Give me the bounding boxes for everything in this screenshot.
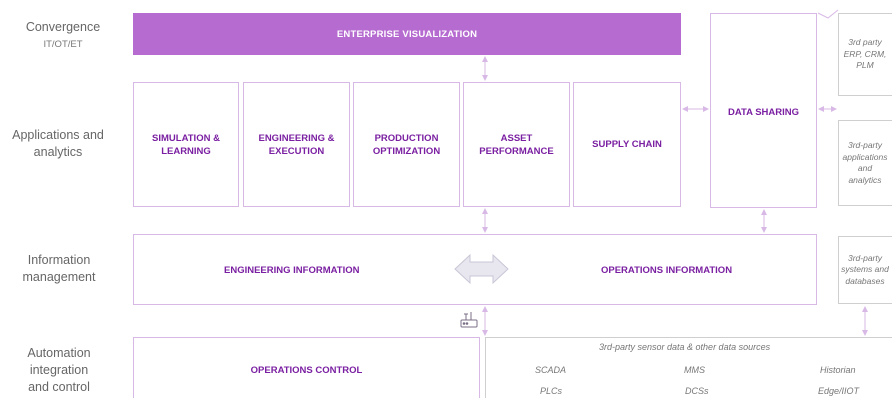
convergence-subtitle: IT/OT/ET (43, 39, 83, 50)
data-sharing-notch (817, 9, 839, 19)
source-dcss: DCSs (685, 386, 709, 396)
app-label: PRODUCTION OPTIMIZATION (372, 132, 441, 157)
sensor-data-box (485, 337, 892, 398)
double-arrow-icon (454, 253, 509, 285)
app-label: ASSET PERFORMANCE (479, 132, 554, 157)
third-party-applications-box: 3rd-party applications and analytics (838, 120, 892, 206)
enterprise-visualization-banner: ENTERPRISE VISUALIZATION (133, 13, 681, 55)
source-mms: MMS (684, 365, 705, 375)
engineering-information-label: ENGINEERING INFORMATION (224, 265, 360, 276)
source-scada: SCADA (535, 365, 567, 375)
sensor-data-title: 3rd-party sensor data & other data sourc… (599, 342, 771, 352)
operations-control-label: OPERATIONS CONTROL (250, 365, 363, 376)
app-engineering-execution: ENGINEERING & EXECUTION (243, 82, 350, 207)
operations-information-label: OPERATIONS INFORMATION (601, 265, 733, 276)
data-sharing-label: DATA SHARING (727, 107, 800, 118)
app-simulation-learning: SIMULATION & LEARNING (133, 82, 239, 207)
app-label: ENGINEERING & EXECUTION (258, 132, 335, 157)
app-label: SUPPLY CHAIN (592, 139, 662, 150)
third-party-erp-label: 3rd party ERP, CRM, PLM (843, 37, 887, 71)
information-layer-label: Information management (22, 253, 96, 284)
source-plcs: PLCs (540, 386, 563, 396)
third-party-erp-box: 3rd party ERP, CRM, PLM (838, 13, 892, 96)
convergence-layer-label: Convergence IT/OT/ET (8, 19, 118, 53)
app-asset-performance: ASSET PERFORMANCE (463, 82, 570, 207)
source-historian: Historian (820, 365, 856, 375)
source-edge-iiot: Edge/IIOT (818, 386, 860, 396)
third-party-systems-label: 3rd-party systems and databases (841, 252, 889, 286)
data-sharing-box: DATA SHARING (710, 13, 817, 208)
app-production-optimization: PRODUCTION OPTIMIZATION (353, 82, 460, 207)
router-icon (460, 312, 478, 328)
third-party-systems-box: 3rd-party systems and databases (838, 236, 892, 304)
app-supply-chain: SUPPLY CHAIN (573, 82, 681, 207)
app-label: SIMULATION & LEARNING (152, 132, 220, 157)
third-party-applications-label: 3rd-party applications and analytics (842, 140, 888, 185)
operations-control-box: OPERATIONS CONTROL (133, 337, 480, 398)
applications-layer-label: Applications and analytics (12, 128, 104, 159)
convergence-title: Convergence (25, 20, 101, 34)
automation-layer-label: Automation integration and control (27, 346, 91, 394)
